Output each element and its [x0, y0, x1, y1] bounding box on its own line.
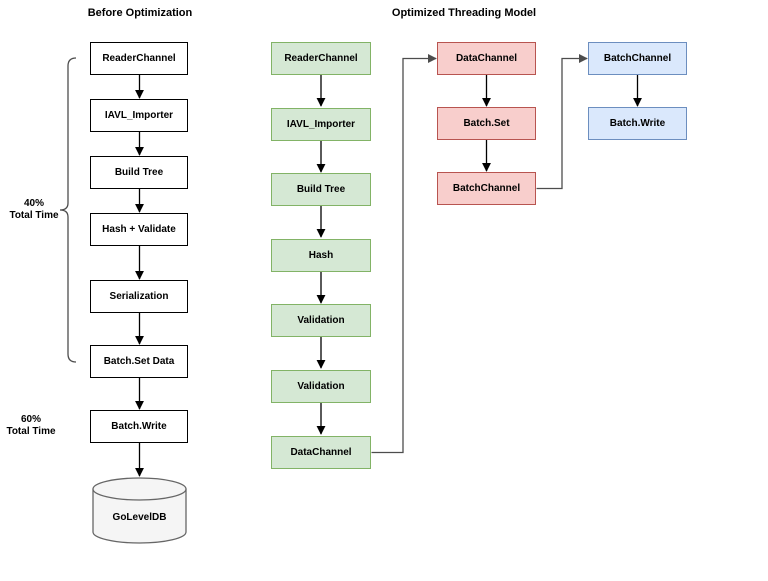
- opt-reader-channel-node: ReaderChannel: [271, 42, 371, 75]
- optimized-title: Optimized Threading Model: [391, 7, 537, 19]
- write-batch-write-node: Batch.Write: [588, 107, 687, 140]
- time-label-60-percent: 60%: [20, 414, 41, 425]
- batch-set-node: Batch.Set: [437, 107, 536, 140]
- reader-channel-node: ReaderChannel: [90, 42, 188, 75]
- hash-validate-node: Hash + Validate: [90, 213, 188, 246]
- golevel-db-label: GoLevelDB: [112, 512, 167, 523]
- serialization-node: Serialization: [90, 280, 188, 313]
- red-to-blue-connector: [536, 54, 588, 190]
- database-cylinder-icon: [92, 477, 187, 544]
- opt-iavl-importer-node: IAVL_Importer: [271, 108, 371, 141]
- time-label-60-caption: Total Time: [6, 426, 56, 437]
- batch-data-channel-node: DataChannel: [437, 42, 536, 75]
- before-title: Before Optimization: [87, 7, 193, 19]
- iavl-importer-node: IAVL_Importer: [90, 99, 188, 132]
- write-batch-channel-node: BatchChannel: [588, 42, 687, 75]
- time-label-40-percent: 40%: [23, 198, 44, 209]
- batch-channel-node: BatchChannel: [437, 172, 536, 205]
- opt-data-channel-node: DataChannel: [271, 436, 371, 469]
- opt-validation-2-node: Validation: [271, 370, 371, 403]
- curly-brace-40-percent: [59, 57, 77, 363]
- time-label-40-caption: Total Time: [9, 210, 59, 221]
- opt-build-tree-node: Build Tree: [271, 173, 371, 206]
- opt-validation-1-node: Validation: [271, 304, 371, 337]
- opt-hash-node: Hash: [271, 239, 371, 272]
- batch-write-node: Batch.Write: [90, 410, 188, 443]
- time-label-60: 60% Total Time: [6, 414, 55, 438]
- batch-set-data-node: Batch.Set Data: [90, 345, 188, 378]
- build-tree-node: Build Tree: [90, 156, 188, 189]
- green-to-red-connector: [371, 54, 437, 454]
- time-label-40: 40% Total Time: [9, 198, 58, 222]
